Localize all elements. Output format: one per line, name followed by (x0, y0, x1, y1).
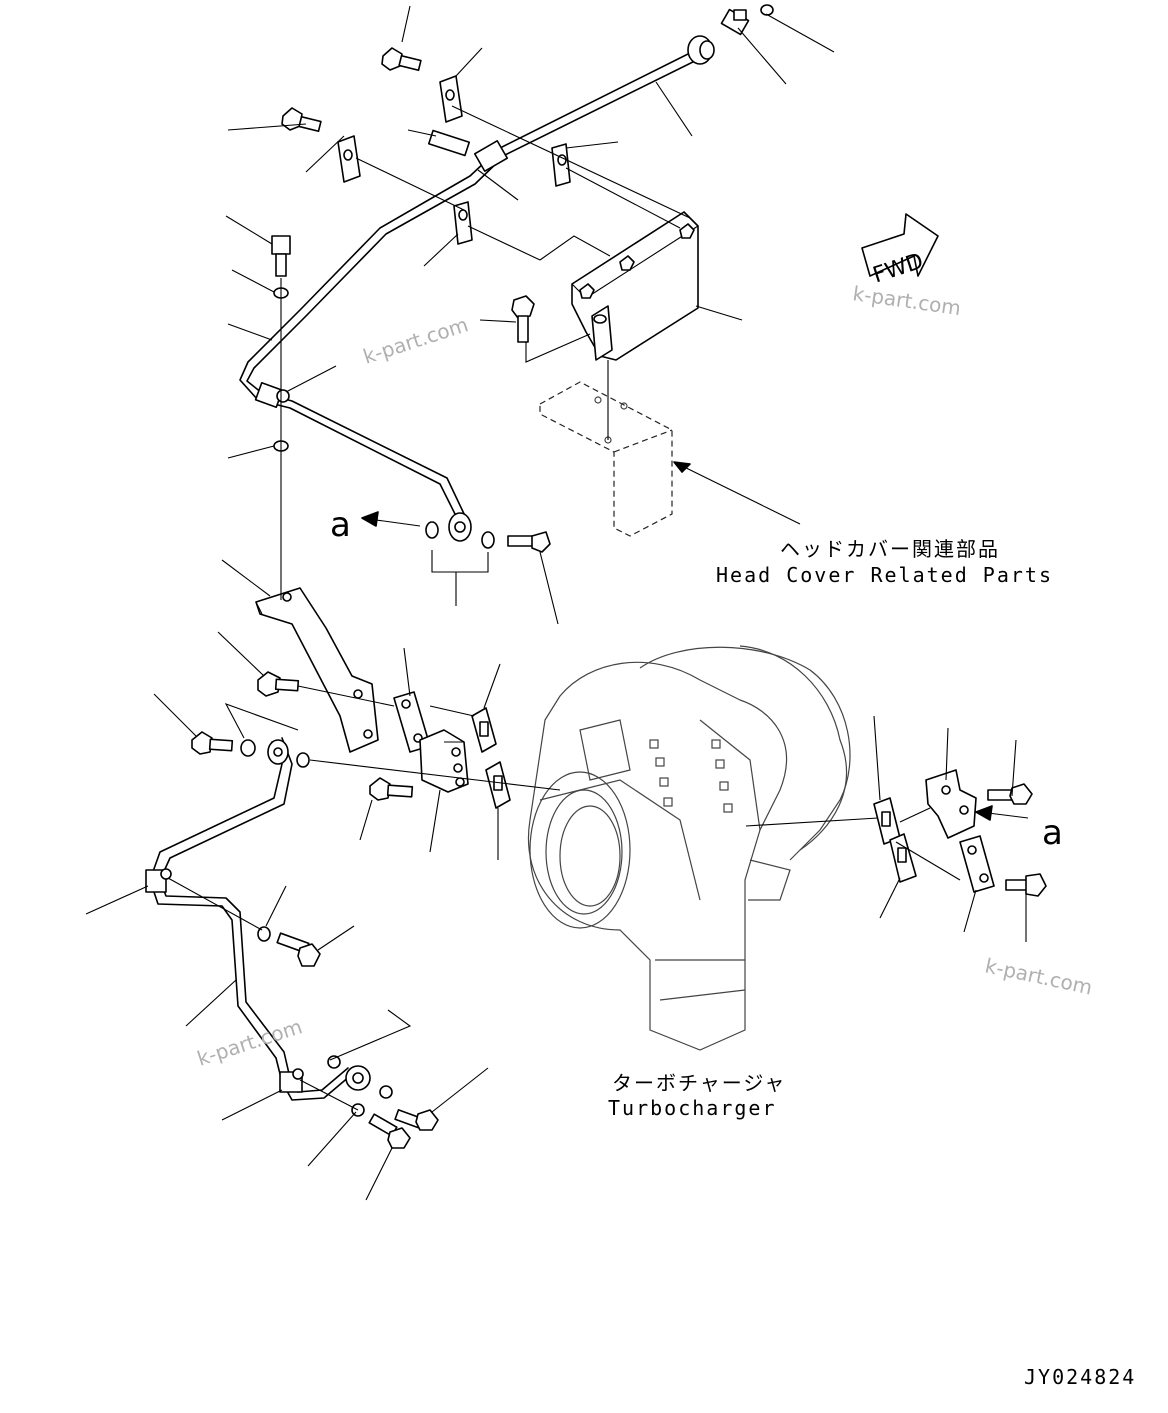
watermark-3: k-part.com (983, 953, 1095, 999)
bolt-right-upper[interactable] (987, 783, 1033, 805)
drawing-number: JY024824 (1024, 1365, 1136, 1389)
bolt-top-1[interactable] (381, 47, 422, 72)
tube-support-bracket[interactable] (255, 587, 379, 753)
watermark-1: k-part.com (360, 312, 471, 368)
gasket-2[interactable] (485, 761, 511, 809)
head-cover-bracket-plate[interactable] (571, 211, 699, 361)
bolt-banjo[interactable] (507, 531, 551, 553)
tube-clip-1[interactable] (439, 75, 463, 123)
bolt-top-2[interactable] (281, 107, 322, 133)
lower-oil-tube[interactable] (145, 737, 371, 1101)
bolt-lower-left[interactable] (191, 731, 234, 755)
turbocharger (528, 645, 851, 1051)
flange-plate-right[interactable] (959, 835, 995, 893)
bolt-flange-left[interactable] (369, 777, 414, 801)
gasket-1[interactable] (471, 707, 497, 753)
watermark-2: k-part.com (851, 281, 962, 320)
connector-fitting[interactable] (720, 4, 774, 36)
washer-lower-2[interactable] (296, 752, 310, 768)
washer-lower-1[interactable] (240, 739, 256, 757)
bolt-bracket[interactable] (257, 671, 300, 697)
washer-lower-5[interactable] (379, 1085, 393, 1099)
tube-clip-2[interactable] (337, 135, 361, 183)
flange-block-right[interactable] (925, 769, 977, 839)
upper-oil-tube[interactable] (239, 35, 715, 542)
washer-lower-3[interactable] (257, 926, 271, 942)
bolt-bottom-1[interactable] (394, 1109, 439, 1131)
bolt-upper-washer-right[interactable] (425, 521, 495, 549)
ref-a-left: a (330, 505, 351, 545)
tube-clip-3[interactable] (551, 143, 571, 187)
bolt-right-lower[interactable] (1005, 873, 1047, 897)
bolt-bottom-2[interactable] (368, 1113, 411, 1149)
bolt-vertical[interactable] (271, 235, 291, 277)
bracket-bolt[interactable] (511, 295, 535, 343)
head-cover-related-part (539, 381, 673, 537)
head-cover-label-jp: ヘッドカバー関連部品 (780, 537, 1000, 561)
flange-block[interactable] (419, 729, 469, 793)
ref-a-right: a (1042, 813, 1063, 853)
forward-direction-arrow: FWD (861, 213, 939, 288)
turbo-label-jp: ターボチャージャ (612, 1071, 786, 1095)
head-cover-label-en: Head Cover Related Parts (716, 563, 1053, 587)
leader-lines (85, 5, 1029, 1201)
turbo-label-en: Turbocharger (608, 1096, 777, 1120)
gasket-right-2[interactable] (889, 833, 917, 883)
bolt-lower-mid[interactable] (276, 932, 321, 967)
tube-sleeve[interactable] (427, 129, 471, 157)
tube-clip-4[interactable] (453, 201, 473, 245)
